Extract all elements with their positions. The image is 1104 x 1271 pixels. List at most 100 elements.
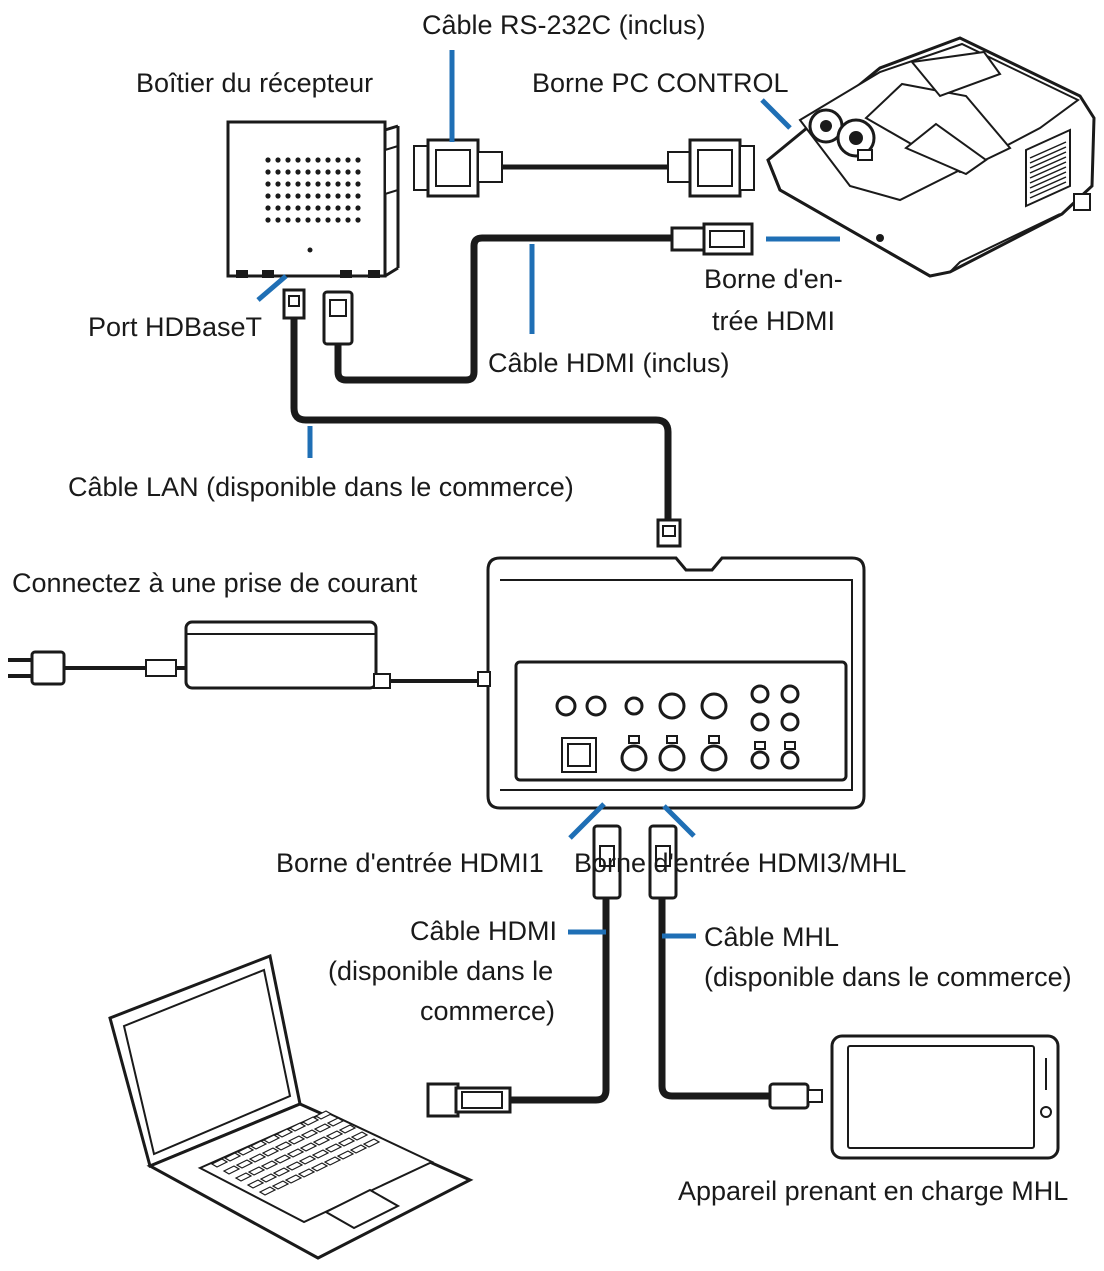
grille-hole xyxy=(285,157,291,163)
grille-hole xyxy=(325,157,331,163)
tablet-icon xyxy=(830,1034,1060,1160)
lan-cable-label: Câble LAN (disponible dans le commerce) xyxy=(68,472,574,502)
keyboard-key xyxy=(298,1155,317,1165)
keyboard-key xyxy=(314,1110,333,1120)
grille-hole xyxy=(305,205,311,211)
keyboard-key xyxy=(299,1142,318,1152)
keyboard-key xyxy=(258,1186,277,1196)
hdmi3-mhl-input-terminal-label: Borne d'entrée HDMI3/MHL xyxy=(574,848,906,878)
grille-hole xyxy=(305,193,311,199)
laptop-icon xyxy=(108,953,474,1260)
grille-hole xyxy=(335,157,341,163)
grille-hole xyxy=(295,205,301,211)
grille-hole xyxy=(355,157,361,163)
micro-usb-connector-icon xyxy=(768,1082,823,1110)
keyboard-key xyxy=(286,1148,305,1158)
hdmi-connector-icon xyxy=(426,824,678,1118)
grille-hole xyxy=(305,181,311,187)
grille-hole xyxy=(285,193,291,199)
panel-jack xyxy=(624,696,644,716)
projector-vents xyxy=(1029,141,1067,199)
rj45-connector-icon xyxy=(282,288,682,548)
pc-control-terminal-label: Borne PC CONTROL xyxy=(532,68,789,98)
hdbaset-port-label: Port HDBaseT xyxy=(88,312,262,342)
panel-jack xyxy=(780,712,800,732)
grille-hole xyxy=(315,217,321,223)
connector-panel xyxy=(555,684,800,772)
keyboard-key xyxy=(349,1144,368,1154)
grille-hole xyxy=(355,181,361,187)
keyboard-key xyxy=(324,1143,343,1153)
keyboard-key xyxy=(325,1130,344,1140)
panel-jack xyxy=(750,750,770,770)
keyboard-key xyxy=(284,1174,303,1184)
grille-hole xyxy=(265,181,271,187)
hdmi-included-cable-label: Câble HDMI (inclus) xyxy=(488,348,730,378)
grille-hole xyxy=(295,217,301,223)
grille-hole xyxy=(275,217,281,223)
panel-jack xyxy=(555,695,577,717)
panel-led xyxy=(708,735,720,744)
keyboard-key xyxy=(273,1154,292,1164)
grille-hole xyxy=(335,181,341,187)
grille-hole xyxy=(325,205,331,211)
power-adapter-icon xyxy=(64,620,478,690)
transmitter-box-icon xyxy=(477,556,866,810)
rs232c-cable-label: Câble RS-232C (inclus) xyxy=(422,10,706,40)
keyboard-key xyxy=(223,1152,242,1162)
vent-slot xyxy=(1029,166,1067,184)
keyboard-key xyxy=(260,1160,279,1170)
grille-hole xyxy=(295,157,301,163)
power-outlet-label: Connectez à une prise de courant xyxy=(12,568,418,598)
grille-hole xyxy=(285,169,291,175)
vent-slot xyxy=(1029,161,1067,179)
panel-led xyxy=(628,735,640,744)
grille-hole xyxy=(315,157,321,163)
grille-hole xyxy=(325,217,331,223)
receiver-box-label: Boîtier du récepteur xyxy=(136,68,373,98)
grille-hole xyxy=(285,181,291,187)
keyboard-key xyxy=(313,1123,332,1133)
grille-hole xyxy=(265,205,271,211)
leader-lines xyxy=(256,50,840,939)
keyboard-key xyxy=(247,1166,266,1176)
panel-jack xyxy=(780,750,800,770)
hdmi-input-terminal-label-2: trée HDMI xyxy=(712,306,835,336)
grille-hole xyxy=(325,181,331,187)
grille-hole xyxy=(315,205,321,211)
keyboard-key xyxy=(312,1136,331,1146)
grille-hole xyxy=(345,205,351,211)
receiver-grille xyxy=(265,157,361,223)
grille-hole xyxy=(355,205,361,211)
grille-hole xyxy=(265,157,271,163)
receiver-box-icon xyxy=(226,120,400,278)
keyboard-key xyxy=(310,1162,329,1172)
grille-hole xyxy=(355,169,361,175)
grille-hole xyxy=(285,217,291,223)
grille-hole xyxy=(335,217,341,223)
panel-led xyxy=(784,741,796,750)
grille-hole xyxy=(325,169,331,175)
keyboard-key xyxy=(210,1158,229,1168)
grille-hole xyxy=(275,205,281,211)
grille-hole xyxy=(305,157,311,163)
grille-hole xyxy=(355,193,361,199)
grille-hole xyxy=(315,193,321,199)
rs232c-connector-icon xyxy=(413,138,755,198)
keyboard-key xyxy=(297,1168,316,1178)
keyboard-key xyxy=(249,1140,268,1150)
grille-hole xyxy=(265,217,271,223)
grille-hole xyxy=(265,193,271,199)
panel-jack xyxy=(658,744,686,772)
panel-jack xyxy=(750,712,770,732)
vent-slot xyxy=(1029,181,1067,199)
hdmi-connector-icon xyxy=(322,222,754,346)
vent-slot xyxy=(1029,156,1067,174)
vent-slot xyxy=(1029,176,1067,194)
panel-jack xyxy=(585,695,607,717)
mhl-device-label: Appareil prenant en charge MHL xyxy=(678,1176,1068,1206)
grille-hole xyxy=(335,205,341,211)
keyboard-key xyxy=(234,1172,253,1182)
keyboard-key xyxy=(301,1116,320,1126)
